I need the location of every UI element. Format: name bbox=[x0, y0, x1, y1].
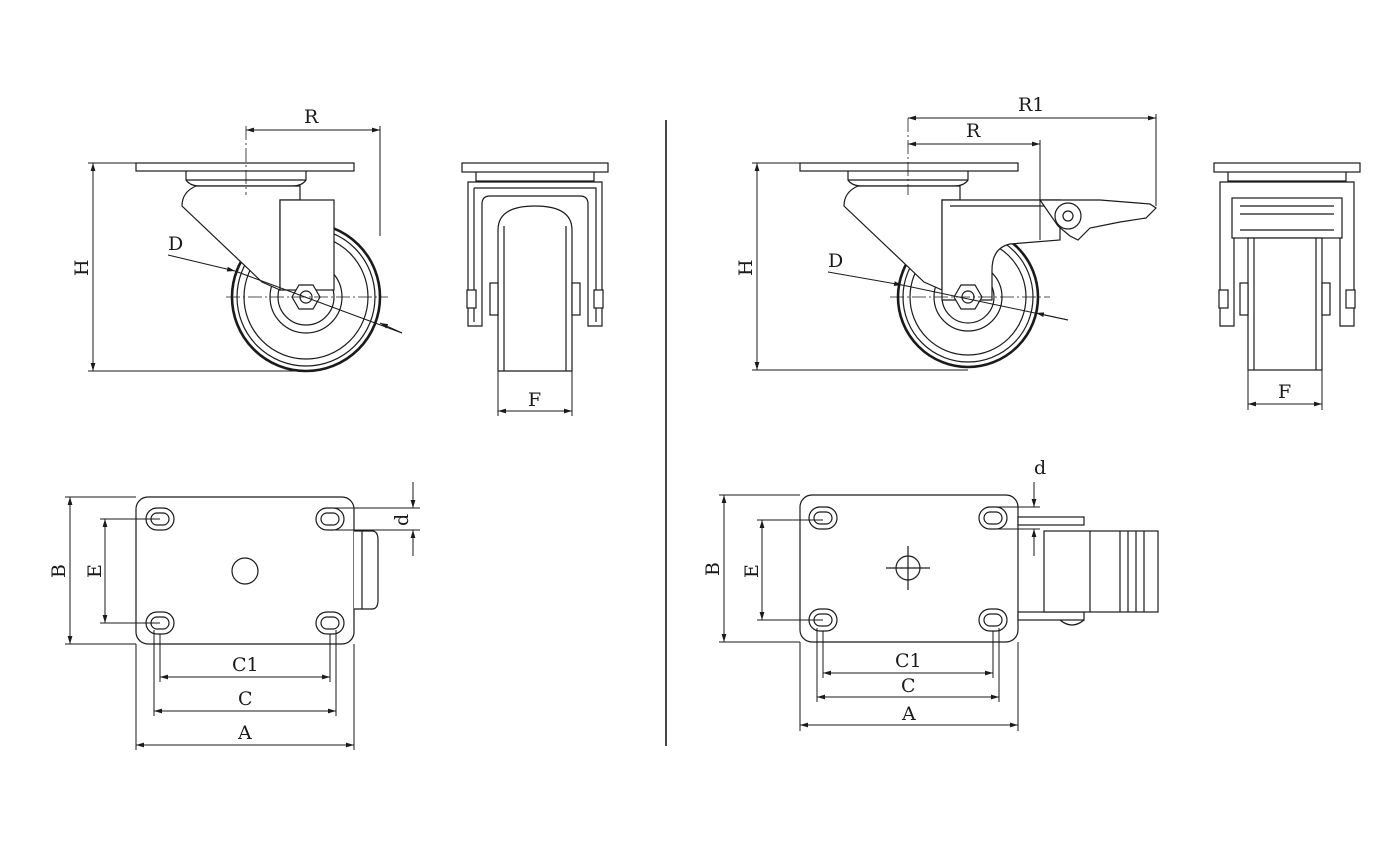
dim-label-D: D bbox=[828, 250, 843, 272]
dim-label-R: R bbox=[304, 106, 319, 128]
brake-housing bbox=[941, 199, 1061, 301]
dim-label-F: F bbox=[1278, 381, 1291, 403]
dim-label-C1: C1 bbox=[895, 650, 922, 672]
left-front-view: F bbox=[461, 162, 609, 416]
dim-label-A: A bbox=[237, 722, 252, 744]
right-side-view: R1 R H D bbox=[735, 94, 1157, 371]
dim-label-R: R bbox=[966, 120, 981, 142]
dim-label-E: E bbox=[741, 564, 763, 578]
dim-label-F: F bbox=[528, 389, 541, 411]
center-hole bbox=[231, 557, 259, 585]
mounting-slot-tl bbox=[808, 506, 838, 530]
wheel-front bbox=[497, 205, 573, 372]
dim-label-d: d bbox=[391, 514, 413, 526]
left-side-view: R H D bbox=[71, 106, 403, 373]
dim-label-C1: C1 bbox=[232, 654, 259, 676]
brake-pedal-top bbox=[1043, 530, 1159, 613]
dim-label-C: C bbox=[238, 688, 253, 710]
dim-label-d: d bbox=[1034, 457, 1046, 479]
wheel-front bbox=[1247, 237, 1323, 371]
dim-label-A: A bbox=[901, 703, 916, 725]
dim-label-C: C bbox=[901, 675, 916, 697]
right-top-view: B E d C1 C A bbox=[702, 457, 1159, 731]
dim-label-B: B bbox=[702, 562, 724, 576]
mounting-plate bbox=[135, 162, 355, 172]
dim-label-H: H bbox=[735, 259, 757, 276]
left-top-view: B E d C1 C A bbox=[48, 482, 420, 750]
dim-label-H: H bbox=[71, 259, 93, 276]
dim-label-D: D bbox=[168, 233, 183, 255]
right-front-view: F bbox=[1213, 162, 1361, 410]
dim-label-R1: R1 bbox=[1018, 94, 1044, 116]
dim-label-B: B bbox=[48, 564, 70, 578]
dim-label-E: E bbox=[84, 564, 106, 578]
